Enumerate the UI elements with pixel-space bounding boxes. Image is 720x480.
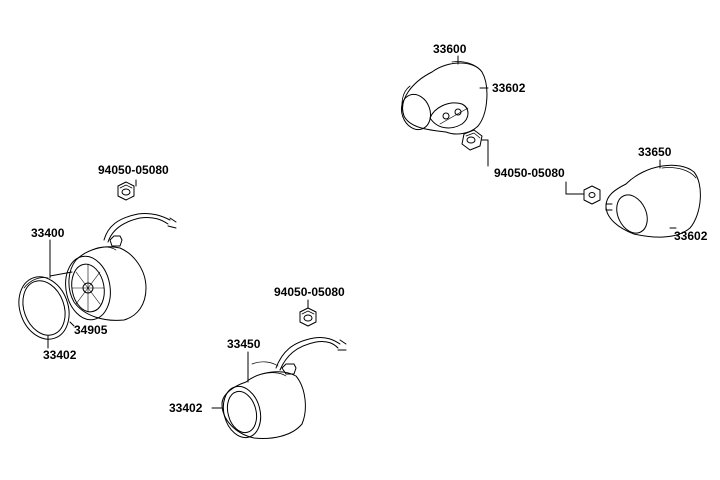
turn-signal-33600 [400, 61, 488, 135]
label-33402-left: 33402 [43, 348, 77, 362]
label-33402-center: 33402 [169, 401, 203, 415]
turn-signal-33650 [605, 164, 701, 238]
label-33602-lower: 33602 [674, 229, 708, 243]
label-33600: 33600 [433, 42, 467, 56]
leader-33400-branch [49, 271, 73, 277]
label-33400: 33400 [31, 226, 65, 240]
flange-nut-left [117, 181, 135, 201]
flange-nut-center [299, 307, 317, 327]
leader-34905 [69, 321, 75, 327]
turn-signal-33400 [18, 213, 177, 340]
label-33650: 33650 [638, 145, 672, 159]
turn-signal-33450 [221, 337, 347, 439]
label-94050-05080-center: 94050-05080 [274, 285, 345, 299]
flange-nut-right-lower [583, 185, 601, 205]
label-34905: 34905 [74, 323, 108, 337]
leader-nut-right-lower [565, 181, 585, 195]
flange-nut-right-upper [461, 129, 483, 151]
leader-nut-right [481, 139, 489, 167]
label-33602-upper: 33602 [492, 81, 526, 95]
label-94050-05080-right: 94050-05080 [494, 166, 565, 180]
label-33450: 33450 [227, 337, 261, 351]
label-94050-05080-left: 94050-05080 [98, 163, 169, 177]
